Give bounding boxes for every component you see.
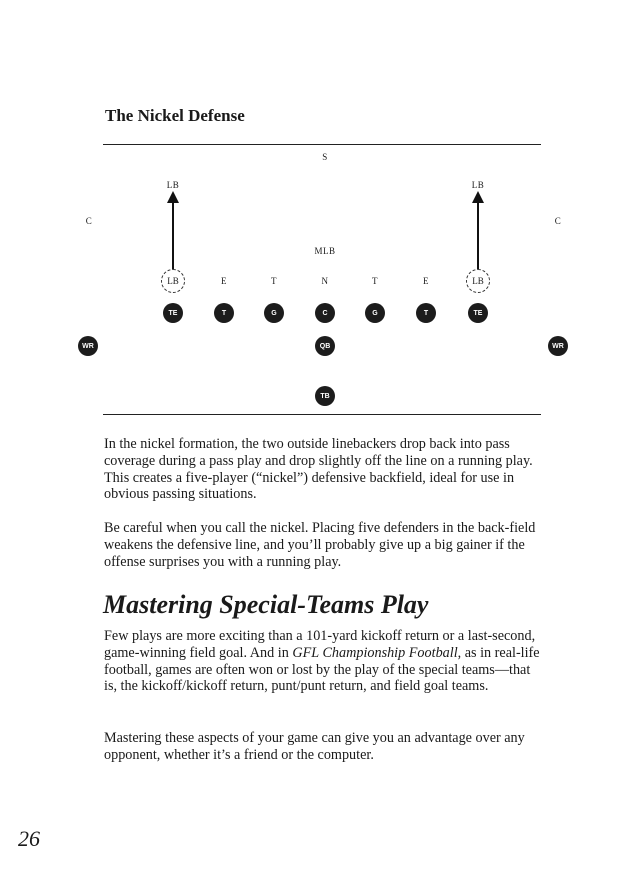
paragraph-mastering: Mastering these aspects of your game can… <box>104 730 525 763</box>
game-title-italic: GFL Championship Football <box>292 644 458 661</box>
offense-guard-left: G <box>264 303 284 323</box>
offense-center: C <box>315 303 335 323</box>
paragraph-special-teams-text-b: , as in real-life football, games are of… <box>104 644 540 695</box>
linebacker-deep-left-label: LB <box>166 180 180 190</box>
drop-arrow-left-icon <box>167 191 179 269</box>
cornerback-right-label: C <box>554 216 562 226</box>
offense-wide-receiver-right: WR <box>548 336 568 356</box>
linebacker-deep-right-label: LB <box>471 180 485 190</box>
nose-tackle-label: N <box>321 276 329 286</box>
offense-guard-right: G <box>365 303 385 323</box>
paragraph-special-teams-intro: Few plays are more exciting than a 101-y… <box>104 628 540 695</box>
paragraph-special-teams-text-a: Few plays are more exciting than a 101-y… <box>104 628 536 661</box>
offense-tight-end-left: TE <box>163 303 183 323</box>
section-title: The Nickel Defense <box>105 106 245 125</box>
safety-label: S <box>322 152 328 162</box>
page-number: 26 <box>18 826 40 851</box>
offense-tackle-right: T <box>416 303 436 323</box>
end-left-label: E <box>221 276 227 286</box>
tackle-right-label: T <box>372 276 378 286</box>
paragraph-nickel-caution: Be careful when you call the nickel. Pla… <box>104 520 536 570</box>
paragraph-nickel-formation: In the nickel formation, the two outside… <box>104 436 533 503</box>
drop-arrow-right-icon <box>472 191 484 269</box>
diagram-top-rule <box>103 144 541 145</box>
offense-tackle-left: T <box>214 303 234 323</box>
diagram-bottom-rule <box>103 414 541 415</box>
offense-tailback: TB <box>315 386 335 406</box>
offense-wide-receiver-left: WR <box>78 336 98 356</box>
linebacker-line-left: LB <box>161 269 185 293</box>
heading-special-teams: Mastering Special-Teams Play <box>103 590 429 619</box>
end-right-label: E <box>423 276 429 286</box>
offense-tight-end-right: TE <box>468 303 488 323</box>
cornerback-left-label: C <box>85 216 93 226</box>
linebacker-line-right: LB <box>466 269 490 293</box>
tackle-left-label: T <box>271 276 277 286</box>
offense-quarterback: QB <box>315 336 335 356</box>
middle-linebacker-label: MLB <box>314 246 336 256</box>
